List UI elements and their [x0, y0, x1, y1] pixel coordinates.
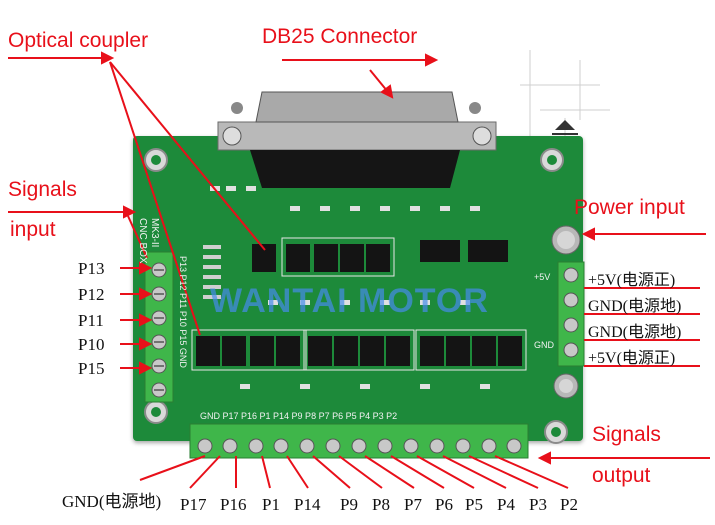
db25-connector-label: DB25 Connector	[262, 25, 418, 48]
signals-input-label-line2: input	[10, 218, 56, 241]
left-terminal-block	[144, 251, 174, 403]
input-pin-label: P10	[78, 335, 105, 354]
input-pin-label: P12	[78, 285, 105, 304]
optical-coupler-label: Optical coupler	[8, 29, 149, 52]
signals-input-label-line1: Signals	[8, 178, 77, 201]
power-input-label: Power input	[574, 196, 685, 219]
bottom-pin-label: P6	[435, 495, 453, 514]
bottom-pin-label: P4	[497, 495, 515, 514]
capacitors	[551, 225, 581, 399]
bottom-terminal-block	[189, 423, 529, 459]
optocoupler-chips	[196, 240, 522, 366]
power-pin-label: +5V(电源正)	[588, 272, 676, 289]
signals-output-label-line1: Signals	[592, 423, 661, 446]
input-pin-label: P11	[78, 311, 104, 330]
board-brand: WANTAI MOTOR	[210, 282, 489, 320]
bottom-pin-label: P7	[404, 495, 422, 514]
input-pin-label: P15	[78, 359, 105, 378]
bottom-pin-label: P5	[465, 495, 483, 514]
db25-connector-shape	[217, 91, 497, 188]
power-pin-label: GND(电源地)	[588, 298, 682, 315]
power-terminal-block	[557, 261, 585, 367]
signals-output-label-line2: output	[592, 464, 651, 487]
bottom-gnd-label: GND(电源地)	[62, 492, 162, 511]
bottom-pin-label: P16	[220, 495, 247, 514]
bottom-pin-label: P8	[372, 495, 390, 514]
board-side-silk: P13 P12 P11 P10 P15 GND	[178, 256, 188, 368]
board-power-silk-top: +5V	[534, 272, 551, 282]
board-power-silk-bottom: GND	[534, 340, 554, 350]
bottom-pin-label: P14	[294, 495, 321, 514]
annotation-arrows	[8, 51, 710, 489]
bottom-pin-label: P1	[262, 495, 280, 514]
board-model-line1: CNC BOX	[137, 218, 148, 264]
input-pin-label: P13	[78, 259, 105, 278]
bottom-pin-label: P2	[560, 495, 578, 514]
power-pin-label: +5V(电源正)	[588, 350, 676, 367]
power-pin-label: GND(电源地)	[588, 324, 682, 341]
board-model-line2: MK3-II	[149, 218, 160, 248]
bottom-pin-label: P3	[529, 495, 547, 514]
bottom-pin-label: P17	[180, 495, 207, 514]
bottom-pin-label: P9	[340, 495, 358, 514]
board-top-silk: GND P17 P16 P1 P14 P9 P8 P7 P6 P5 P4 P3 …	[200, 411, 398, 421]
